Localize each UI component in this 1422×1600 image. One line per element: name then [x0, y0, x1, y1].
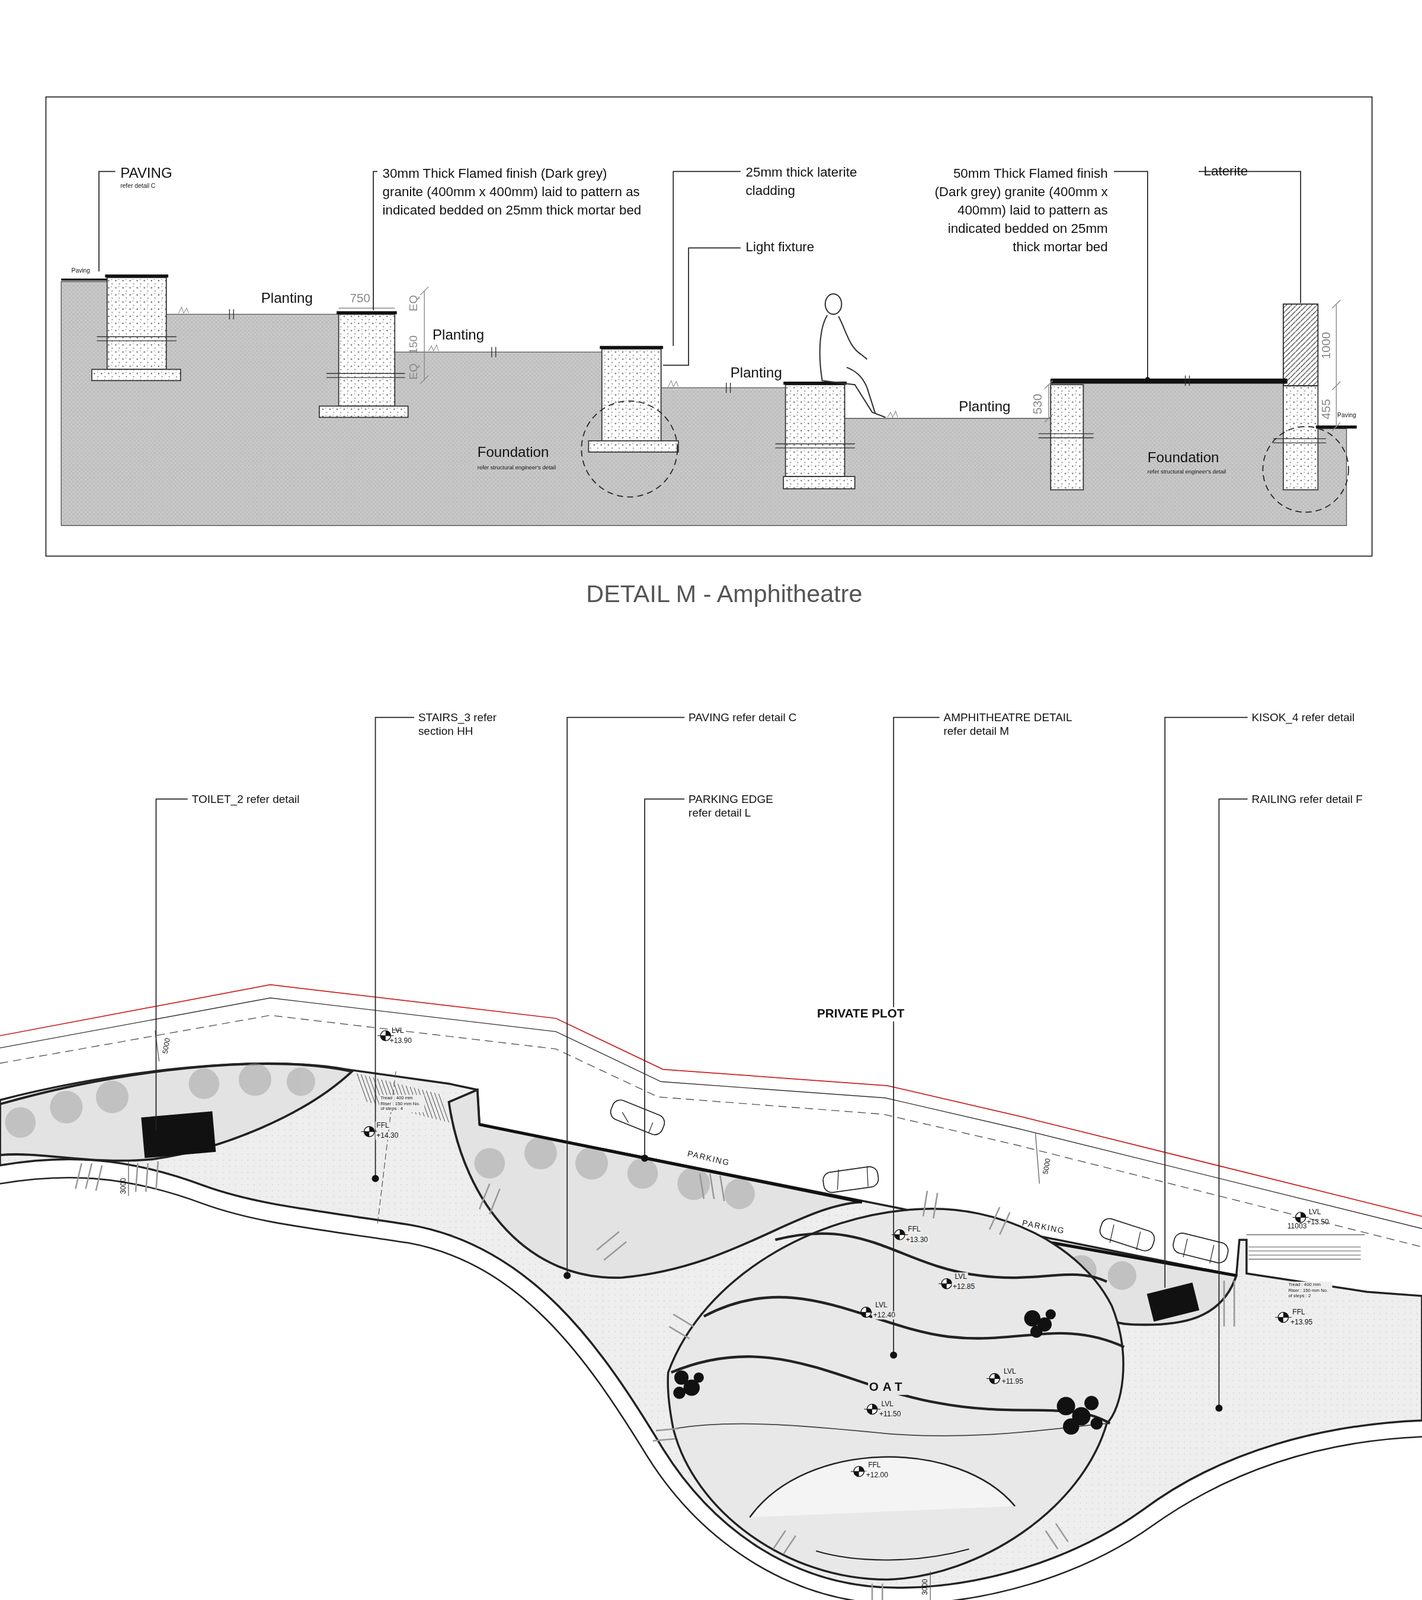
- zone-label: PARKING: [686, 1148, 732, 1168]
- callout-label: Light fixture: [745, 239, 815, 256]
- note-text: Tread : 400 mm Riser : 150 mm No. of ste…: [1287, 1281, 1333, 1299]
- level-text: +13.90: [389, 1036, 412, 1045]
- level-text: FFL: [866, 1461, 882, 1470]
- level-text: +13.95: [1289, 1318, 1314, 1327]
- level-text: LVL: [1308, 1208, 1322, 1217]
- zone-label: Planting: [958, 398, 1011, 415]
- zone-label: Planting: [261, 289, 313, 307]
- level-symbols: [360, 1030, 1309, 1476]
- level-text: +12.85: [951, 1282, 976, 1291]
- zone-label: Planting: [730, 364, 783, 381]
- zone-label: Planting: [432, 326, 485, 344]
- dimension-text: 3000: [119, 1177, 128, 1194]
- level-text: LVL: [1002, 1366, 1017, 1376]
- note-text: Paving: [1337, 412, 1357, 420]
- drawing-title: DETAIL M - Amphitheatre: [585, 579, 863, 608]
- note-text: refer structural engineer's detail: [1147, 468, 1226, 475]
- note-text: refer structural engineer's detail: [477, 463, 556, 471]
- zone-label: Foundation: [1147, 449, 1220, 466]
- zone-label: OAT: [868, 1380, 908, 1395]
- level-text: FFL: [1291, 1308, 1307, 1317]
- dimension-text: 750: [350, 291, 371, 306]
- callout-label: RAILING refer detail F: [1251, 792, 1363, 806]
- callout-label: PAVING refer detail C: [688, 711, 797, 725]
- callout-label: PAVING: [120, 164, 173, 181]
- dimension-text: EQ: [407, 363, 421, 380]
- level-text: +13.30: [904, 1235, 930, 1244]
- dimension-text: 455: [1320, 398, 1335, 419]
- zone-label: PRIVATE PLOT: [815, 1007, 906, 1022]
- level-text: LVL: [391, 1026, 405, 1035]
- callout-label: STAIRS_3 refer section HH: [418, 711, 516, 738]
- callout-label: Laterite: [1203, 164, 1249, 180]
- level-text: LVL: [953, 1272, 969, 1281]
- dimension-text: 11003: [1287, 1222, 1308, 1231]
- dimension-text: 530: [1031, 394, 1046, 415]
- material-note: 50mm Thick Flamed finish (Dark grey) gra…: [918, 164, 1108, 256]
- zone-label: PARKING: [1021, 1218, 1066, 1236]
- note-text: refer detail C: [120, 182, 156, 190]
- level-text: LVL: [873, 1300, 889, 1309]
- level-text: +13.50: [1306, 1218, 1329, 1227]
- dimension-text: 5000: [1041, 1157, 1053, 1175]
- level-text: FFL: [907, 1225, 922, 1234]
- level-text: +11.95: [1000, 1377, 1025, 1386]
- dimension-text: 1000: [1320, 331, 1335, 360]
- level-text: LVL: [880, 1400, 895, 1409]
- material-note: 25mm thick laterite cladding: [745, 163, 861, 201]
- zone-label: Foundation: [477, 443, 550, 461]
- callout-label: PARKING EDGE refer detail L: [688, 792, 791, 819]
- note-text: Paving: [71, 267, 91, 275]
- material-note: 30mm Thick Flamed finish (Dark grey) gra…: [382, 164, 650, 220]
- dimension-text: 3000: [921, 1579, 930, 1596]
- callout-label: AMPHITHEATRE DETAIL refer detail M: [943, 711, 1097, 738]
- callout-label: TOILET_2 refer detail: [191, 792, 300, 806]
- dimension-text: EQ: [407, 295, 421, 312]
- level-text: FFL: [375, 1121, 391, 1130]
- dimension-text: 150: [407, 335, 421, 355]
- callout-label: KISOK_4 refer detail: [1251, 711, 1355, 725]
- level-text: +12.00: [865, 1471, 890, 1480]
- level-text: +14.30: [375, 1131, 400, 1140]
- dimension-text: 5000: [161, 1037, 172, 1055]
- note-text: Tread : 400 mm Riser : 150 mm No. of ste…: [379, 1094, 425, 1112]
- level-text: +11.50: [878, 1410, 902, 1419]
- level-text: +12.40: [872, 1311, 897, 1320]
